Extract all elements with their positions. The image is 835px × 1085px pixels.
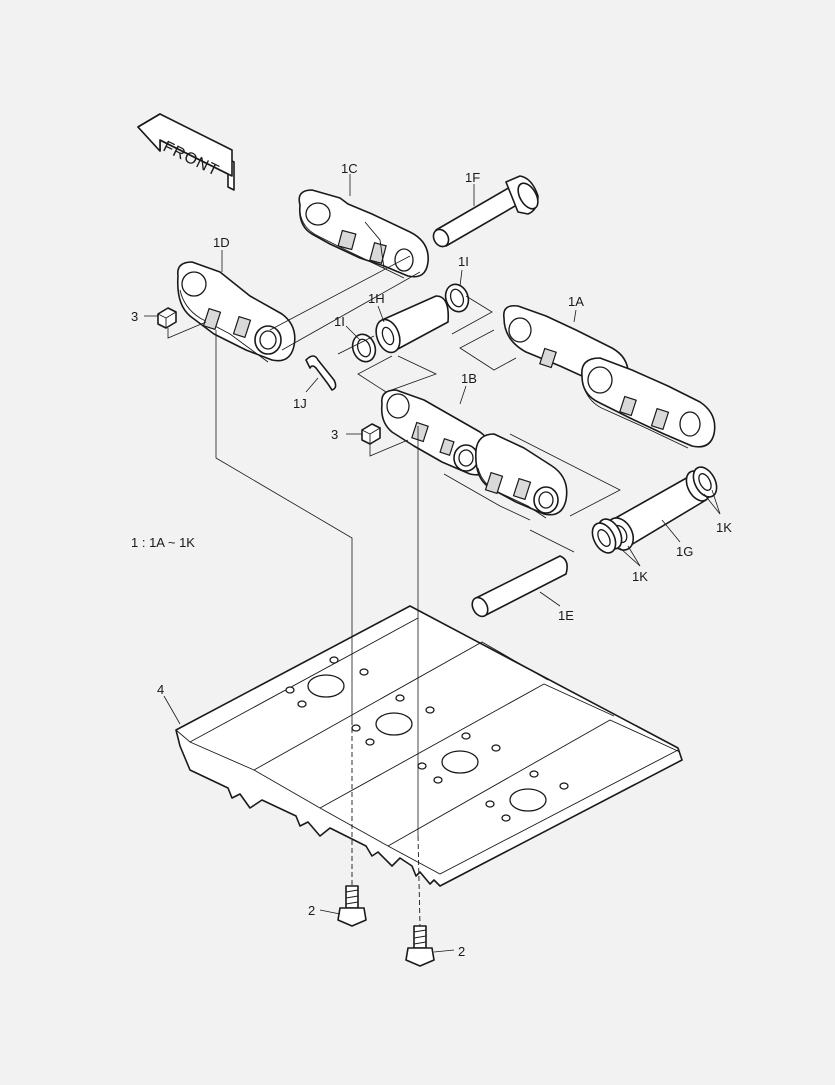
callout-1I-lower: 1I: [334, 314, 345, 329]
callout-4: 4: [157, 682, 164, 697]
callout-1B: 1B: [461, 371, 477, 386]
callout-1K-right: 1K: [716, 520, 732, 535]
link-1B: [380, 389, 568, 519]
nut-3-upper: [157, 307, 177, 329]
callout-1C: 1C: [341, 161, 358, 176]
callout-labels: 1C 1F 1D 1I 1H 1I 3 1A 1B 1J 3 1K 1G 1 :…: [131, 161, 732, 959]
kit-note: 1 : 1A ~ 1K: [131, 535, 195, 550]
nut-3-lower: [361, 423, 381, 445]
callout-leaders: [144, 174, 721, 953]
callout-1A: 1A: [568, 294, 584, 309]
link-1C: [298, 189, 429, 279]
bolt-2-left: [337, 885, 367, 927]
seal-1K-lower: [591, 518, 623, 554]
callout-1G: 1G: [676, 544, 693, 559]
link-1A: [502, 304, 716, 449]
callout-1H: 1H: [368, 291, 385, 306]
pin-1F: [432, 175, 539, 248]
seal-1I-upper: [444, 283, 470, 313]
track-shoe-plate-4: [175, 605, 683, 887]
callout-1F: 1F: [465, 170, 480, 185]
link-1D: [176, 261, 296, 363]
seal-1I-lower: [351, 333, 377, 363]
callout-2-right: 2: [458, 944, 465, 959]
bushing-1H: [375, 295, 450, 354]
shoe-holes: [285, 656, 569, 822]
callout-1J: 1J: [293, 396, 307, 411]
pin-1E: [471, 555, 568, 618]
seal-1K-right: [685, 466, 718, 502]
callout-2-left: 2: [308, 903, 315, 918]
callout-1I-upper: 1I: [458, 254, 469, 269]
callout-1K-lower: 1K: [632, 569, 648, 584]
clip-1J: [305, 355, 337, 391]
bolt-2-right: [405, 925, 435, 967]
assembly-lines: [167, 255, 621, 927]
callout-3-upper: 3: [131, 309, 138, 324]
front-arrow: FRONT: [137, 113, 235, 191]
callout-3-lower: 3: [331, 427, 338, 442]
callout-1E: 1E: [558, 608, 574, 623]
callout-1D: 1D: [213, 235, 230, 250]
